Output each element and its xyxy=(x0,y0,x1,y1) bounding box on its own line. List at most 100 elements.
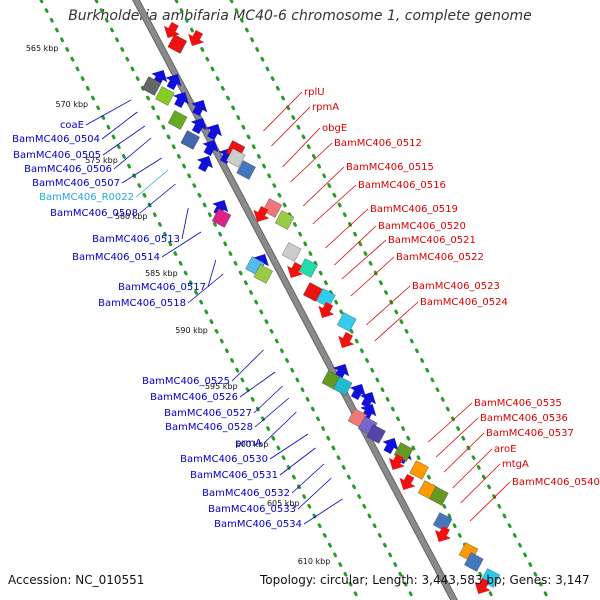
label-leader-line xyxy=(181,207,189,240)
plus-strand-arrow xyxy=(338,331,355,348)
genome-summary-text: Topology: circular; Length: 3,443,583 bp… xyxy=(260,573,590,587)
gene-label-right: BamMC406_0519 xyxy=(370,204,458,215)
gene-block xyxy=(274,210,295,230)
gene-block xyxy=(226,148,246,168)
minus-strand-arrow xyxy=(190,118,207,135)
gene-label-left: BamMC406_0505 xyxy=(13,150,101,161)
gene-label-left: BamMC406_0513 xyxy=(92,234,180,245)
gene-block-shape xyxy=(429,486,449,506)
gene-label-right: BamMC406_0524 xyxy=(420,297,508,308)
gene-block-shape xyxy=(303,282,323,302)
minus-arrow-shape xyxy=(360,392,376,409)
plus-arrow-shape xyxy=(253,205,270,222)
kbp-tick-label: 580 kbp xyxy=(115,212,148,221)
plus-arrow-shape xyxy=(338,331,355,348)
gene-label-left: BamMC406_0532 xyxy=(202,488,290,499)
minus-strand-arrow xyxy=(212,200,229,217)
minus-strand-arrow xyxy=(173,92,189,109)
left-track-inner-dots xyxy=(94,0,416,600)
gene-label-right: mtgA xyxy=(502,459,529,470)
gene-label-right: BamMC406_0540 xyxy=(512,477,600,488)
label-leader-line xyxy=(253,385,283,414)
gene-block xyxy=(332,376,353,396)
minus-arrow-shape xyxy=(349,384,366,401)
gene-label-left: BamMC406_0525 xyxy=(142,376,230,387)
gene-block-shape xyxy=(180,130,200,150)
gene-label-left: BamMC406_0534 xyxy=(214,519,302,530)
gene-block-shape xyxy=(141,76,162,96)
plus-strand-arrow xyxy=(399,473,416,490)
label-leader-line xyxy=(341,239,387,280)
gene-label-left: BamMC406_0530 xyxy=(180,454,268,465)
label-leader-line xyxy=(271,106,311,147)
minus-arrow-shape xyxy=(196,156,213,173)
gene-label-right: rplU xyxy=(304,87,325,98)
label-leader-line xyxy=(302,166,345,207)
gene-block xyxy=(366,424,386,444)
kbp-tick-label: 585 kbp xyxy=(145,269,178,278)
kbp-tick-label: 595 kbp xyxy=(205,382,238,391)
kbp-tick-label: 565 kbp xyxy=(26,44,59,53)
kbp-tick-label: 575 kbp xyxy=(85,156,118,165)
label-leader-line xyxy=(187,273,224,304)
label-leader-line xyxy=(350,256,395,297)
gene-label-left: BamMC406_R0022 xyxy=(39,192,134,203)
gene-block xyxy=(336,312,357,332)
gene-label-left: BamMC406_0507 xyxy=(32,178,120,189)
kbp-tick-label: 605 kbp xyxy=(267,499,300,508)
minus-arrow-shape xyxy=(173,92,189,109)
label-leader-line xyxy=(102,125,146,156)
right-track-outer-dots xyxy=(229,0,551,600)
label-leader-line xyxy=(460,463,501,504)
gene-block xyxy=(155,86,175,106)
label-leader-line xyxy=(113,137,152,170)
minus-arrow-shape xyxy=(165,74,182,91)
gene-label-left: BamMC406_0518 xyxy=(98,298,186,309)
plus-strand-arrow xyxy=(287,261,304,278)
minus-strand-arrow xyxy=(206,124,222,141)
plus-arrow-shape xyxy=(318,301,335,318)
gene-block xyxy=(141,76,162,96)
gene-block xyxy=(167,110,188,130)
label-leader-line xyxy=(139,183,176,214)
gene-label-right: rpmA xyxy=(312,102,339,113)
gene-label-left: BamMC406_0533 xyxy=(208,504,296,515)
gene-block-shape xyxy=(281,242,302,262)
gene-label-left: BamMC406_0527 xyxy=(164,408,252,419)
plus-strand-arrow xyxy=(163,21,180,38)
plus-strand-arrow xyxy=(388,453,405,470)
plus-strand-arrow xyxy=(318,301,335,318)
minus-strand-arrow xyxy=(191,100,208,117)
minus-strand-arrow xyxy=(165,74,182,91)
minus-arrow-shape xyxy=(202,140,219,157)
gene-block-shape xyxy=(274,210,295,230)
chromosome-backbone xyxy=(133,0,457,600)
label-leader-line xyxy=(207,259,217,288)
label-leader-line xyxy=(325,208,369,249)
label-leader-line xyxy=(263,91,303,132)
label-leader-line xyxy=(427,402,473,443)
gene-label-right: BamMC406_0535 xyxy=(474,398,562,409)
gene-label-left: BamMC406_0508 xyxy=(50,208,138,219)
minus-strand-arrow xyxy=(202,140,219,157)
gene-block-shape xyxy=(262,198,282,218)
gene-block xyxy=(180,130,200,150)
gene-block xyxy=(432,512,453,532)
minus-arrow-shape xyxy=(382,438,399,455)
gene-block-shape xyxy=(332,376,353,396)
label-leader-line xyxy=(312,184,357,225)
label-leader-line xyxy=(374,301,419,342)
gene-label-left: BamMC406_0526 xyxy=(150,392,238,403)
gene-block-shape xyxy=(167,110,188,130)
label-leader-line xyxy=(279,447,316,476)
gene-block xyxy=(236,160,256,180)
gene-block-shape xyxy=(409,460,429,480)
figure-title: Burkholderia ambifaria MC40-6 chromosome… xyxy=(68,8,532,24)
gene-block-shape xyxy=(336,312,357,332)
minus-strand-arrow xyxy=(349,384,366,401)
minus-arrow-shape xyxy=(191,100,208,117)
label-leader-line xyxy=(135,169,169,198)
kbp-tick-label: 570 kbp xyxy=(56,100,89,109)
gene-label-right: BamMC406_0523 xyxy=(412,281,500,292)
